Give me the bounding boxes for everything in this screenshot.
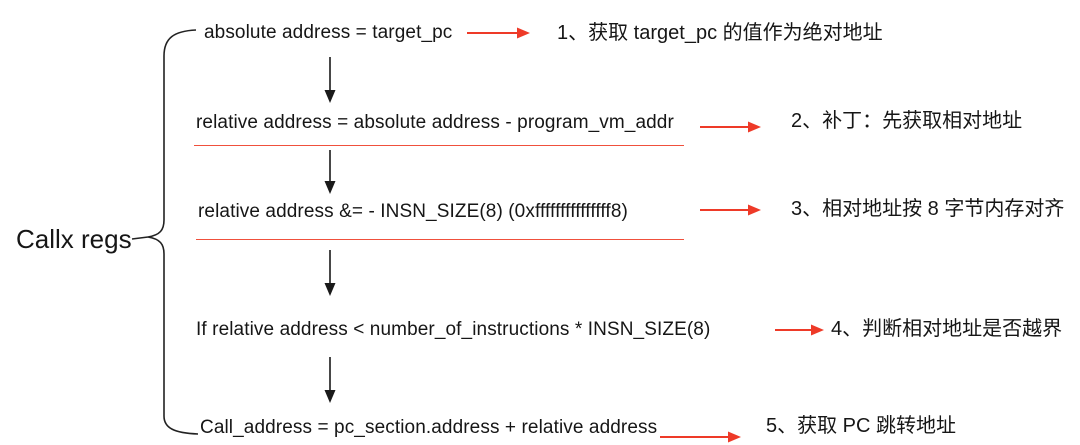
step-1-note: 1、获取 target_pc 的值作为绝对地址 <box>557 22 883 44</box>
step-2-expression: relative address = absolute address - pr… <box>196 112 674 133</box>
step-5-note: 5、获取 PC 跳转地址 <box>766 415 957 437</box>
step-3-note: 3、相对地址按 8 字节内存对齐 <box>791 198 1065 220</box>
arrow-down-icon <box>324 357 336 403</box>
step-1-expression: absolute address = target_pc <box>204 22 453 43</box>
root-label: Callx regs <box>16 224 132 254</box>
red-underline-step-2 <box>194 145 684 146</box>
arrow-down-icon <box>324 150 336 194</box>
red-underline-step-3 <box>196 239 684 240</box>
step-2-note: 2、补丁：先获取相对地址 <box>791 110 1023 132</box>
arrow-right-icon <box>467 27 530 39</box>
arrow-right-icon <box>775 324 824 336</box>
arrow-right-icon <box>700 121 761 133</box>
step-3-expression: relative address &= - INSN_SIZE(8) (0xff… <box>198 201 628 222</box>
step-4-expression: If relative address < number_of_instruct… <box>196 319 711 340</box>
arrow-down-icon <box>324 57 336 103</box>
curly-brace-icon <box>131 29 199 435</box>
step-4-note: 4、判断相对地址是否越界 <box>831 318 1063 340</box>
arrow-right-icon <box>700 204 761 216</box>
step-5-expression: Call_address = pc_section.address + rela… <box>200 417 658 438</box>
arrow-right-icon <box>660 431 741 443</box>
arrow-down-icon <box>324 250 336 296</box>
